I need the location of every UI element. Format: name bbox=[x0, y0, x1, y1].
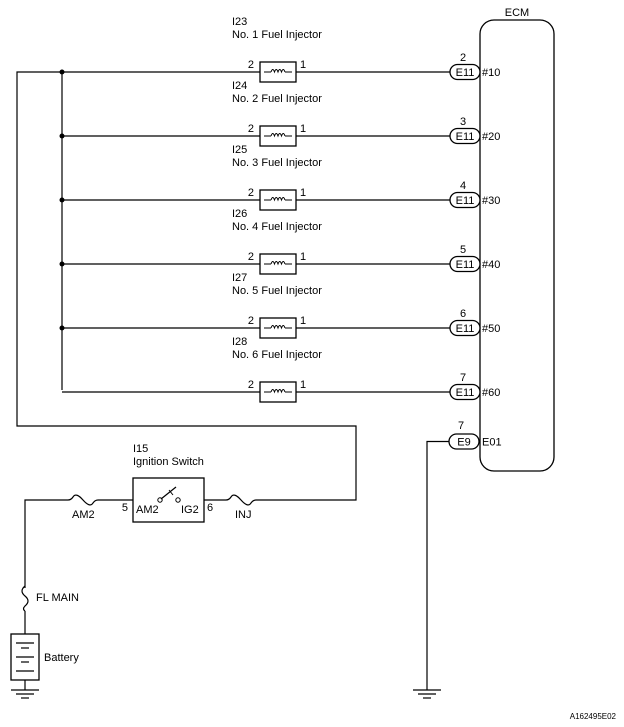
ecm-terminal-label: #50 bbox=[482, 323, 500, 335]
injector-pin-right: 1 bbox=[300, 315, 306, 327]
ecm-pin-number: 7 bbox=[460, 372, 466, 384]
injector-pin-left: 2 bbox=[248, 187, 254, 199]
injector-name: No. 5 Fuel Injector bbox=[232, 285, 322, 297]
ecm-terminal-label: #30 bbox=[482, 195, 500, 207]
fl-main-fuse-label: FL MAIN bbox=[36, 592, 79, 604]
injector-code: I26 bbox=[232, 208, 247, 220]
ecm-terminal-label: #60 bbox=[482, 387, 500, 399]
ecm-connector-pill bbox=[449, 63, 481, 81]
ecm-terminal-label: #20 bbox=[482, 131, 500, 143]
injector-name: No. 1 Fuel Injector bbox=[232, 29, 322, 41]
switch-contact-icon bbox=[157, 486, 181, 503]
injector-pin-left: 2 bbox=[248, 251, 254, 263]
inj-fuse-label: INJ bbox=[235, 509, 252, 521]
ground-terminal-label: E01 bbox=[482, 437, 502, 449]
battery-label: Battery bbox=[44, 652, 79, 664]
injector-pin-right: 1 bbox=[300, 187, 306, 199]
ignition-switch-pin-out: 6 bbox=[207, 502, 213, 514]
injector-name: No. 3 Fuel Injector bbox=[232, 157, 322, 169]
ecm-connector-label: E11 bbox=[456, 67, 475, 79]
coil-icon bbox=[270, 197, 286, 202]
injector-pin-right: 1 bbox=[300, 379, 306, 391]
injector-name: No. 6 Fuel Injector bbox=[232, 349, 322, 361]
injector-name: No. 2 Fuel Injector bbox=[232, 93, 322, 105]
ignition-switch-code: I15 bbox=[133, 443, 148, 455]
ecm-terminal-label: #10 bbox=[482, 67, 500, 79]
injector-code: I23 bbox=[232, 16, 247, 28]
ecm-pin-number: 3 bbox=[460, 116, 466, 128]
ecm-connector-label: E11 bbox=[456, 323, 475, 335]
am2-fuse-icon bbox=[67, 494, 99, 506]
injector-code: I28 bbox=[232, 336, 247, 348]
ecm-pin-number: 4 bbox=[460, 180, 466, 192]
coil-icon bbox=[270, 69, 286, 74]
injector-pin-right: 1 bbox=[300, 123, 306, 135]
ecm-box bbox=[479, 19, 555, 472]
injector-pin-left: 2 bbox=[248, 379, 254, 391]
ecm-pin-number: 6 bbox=[460, 308, 466, 320]
ecm-connector-label: E11 bbox=[456, 259, 475, 271]
ignition-switch-name: Ignition Switch bbox=[133, 456, 204, 468]
ecm-terminal-label: #40 bbox=[482, 259, 500, 271]
supply-feed-wire bbox=[16, 71, 357, 501]
coil-icon bbox=[270, 261, 286, 266]
ignition-switch-contact-in: AM2 bbox=[136, 504, 159, 516]
ecm-pin-number: 2 bbox=[460, 52, 466, 64]
injector-pin-left: 2 bbox=[248, 59, 254, 71]
ecm-connector-pill bbox=[449, 127, 481, 145]
coil-icon bbox=[270, 325, 286, 330]
ecm-pin-number: 5 bbox=[460, 244, 466, 256]
battery-icon bbox=[10, 633, 40, 681]
ignition-switch: I15 Ignition Switch 5 6 AM2 IG2 bbox=[122, 443, 213, 523]
injector-code: I24 bbox=[232, 80, 247, 92]
injector-code: I27 bbox=[232, 272, 247, 284]
junction-dot bbox=[59, 197, 65, 203]
ground-wire bbox=[426, 440, 449, 690]
ecm-connector-pill bbox=[449, 319, 481, 337]
ignition-switch-box bbox=[132, 477, 205, 523]
ignition-switch-pin-in: 5 bbox=[122, 502, 128, 514]
injector-pin-right: 1 bbox=[300, 59, 306, 71]
ground-terminal: 7 E9 E01 bbox=[413, 420, 502, 699]
junction-dot bbox=[59, 261, 65, 267]
ecm-connector-label: E11 bbox=[456, 195, 475, 207]
injector-pin-right: 1 bbox=[300, 251, 306, 263]
injector-pin-left: 2 bbox=[248, 123, 254, 135]
ecm-label: ECM bbox=[505, 7, 529, 19]
ecm-connector-pill bbox=[449, 191, 481, 209]
ecm-connector-pill bbox=[449, 383, 481, 401]
ecm-connector-label: E11 bbox=[456, 131, 475, 143]
fl-main-fuse-icon bbox=[20, 585, 30, 612]
junction-dot bbox=[59, 133, 65, 139]
am2-fuse-label: AM2 bbox=[72, 509, 95, 521]
junction-dot bbox=[59, 69, 65, 75]
ground-connector-label: E9 bbox=[457, 437, 470, 449]
battery-ground-symbol bbox=[11, 689, 39, 699]
injector-code: I25 bbox=[232, 144, 247, 156]
ground-ecm-pin: 7 bbox=[458, 420, 464, 432]
ignition-switch-contact-out: IG2 bbox=[181, 504, 199, 516]
coil-icon bbox=[270, 133, 286, 138]
injector-pin-left: 2 bbox=[248, 315, 254, 327]
ground-symbol bbox=[413, 689, 441, 699]
junction-dot bbox=[59, 325, 65, 331]
inj-fuse-icon bbox=[225, 494, 257, 506]
figure-id: A162495E02 bbox=[570, 712, 617, 721]
injector-name: No. 4 Fuel Injector bbox=[232, 221, 322, 233]
ecm-connector-pill bbox=[449, 255, 481, 273]
coil-icon bbox=[270, 389, 286, 394]
ecm-connector-label: E11 bbox=[456, 387, 475, 399]
